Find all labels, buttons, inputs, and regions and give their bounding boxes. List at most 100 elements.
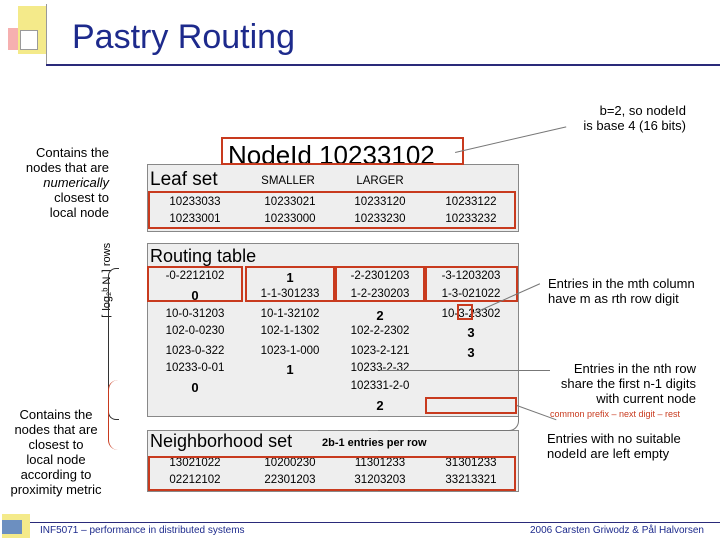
row-highlight xyxy=(425,266,518,302)
column-note: Entries in the mth column have m as rth … xyxy=(548,276,718,306)
note-line: numerically xyxy=(43,175,109,190)
empty-note: Entries with no suitable nodeId are left… xyxy=(547,431,712,461)
neighborhood-set-cell: 31203203 xyxy=(354,474,406,486)
routing-table-title: Routing table xyxy=(150,246,257,266)
neighborhood-set-cell: 13021022 xyxy=(169,457,221,469)
note-line: is base 4 (16 bits) xyxy=(583,118,686,133)
row-note: Entries in the nth row share the first n… xyxy=(540,361,696,406)
leaf-set-panel xyxy=(147,164,519,232)
leaf-set-cell: 10233021 xyxy=(264,196,316,208)
note-line: closest to xyxy=(54,190,109,205)
brace xyxy=(108,380,121,450)
routing-table-cell: 1 xyxy=(286,270,294,285)
pointer-line xyxy=(455,126,567,153)
page-title: Pastry Routing xyxy=(72,18,295,56)
row-highlight xyxy=(245,266,335,302)
routing-table-cell: 3 xyxy=(467,325,475,340)
neighborhood-set-title: Neighborhood set xyxy=(150,431,293,451)
neighborhood-set-cell: 22301203 xyxy=(264,474,316,486)
routing-table-cell: -2-2301203 xyxy=(350,270,410,282)
routing-table-cell: -3-1203203 xyxy=(441,270,501,282)
routing-table-cell: 10-0-31203 xyxy=(165,308,225,320)
node-id-highlight xyxy=(221,137,464,165)
note-line: Entries with no suitable xyxy=(547,431,681,446)
leaf-set-cell: 10233122 xyxy=(445,196,497,208)
leaf-description: Contains the nodes that are numerically … xyxy=(2,145,109,220)
routing-table-cell: 2 xyxy=(376,398,384,413)
note-line: share the first n-1 digits xyxy=(560,376,696,391)
routing-table-cell: -0-2212102 xyxy=(165,270,225,282)
note-line: nodes that are xyxy=(14,422,98,437)
note-line: b=2, so nodeId xyxy=(599,103,686,118)
neighborhood-set-panel xyxy=(147,430,519,492)
routing-table-cell: 10233-2-32 xyxy=(350,362,410,374)
note-line: Entries in the nth row xyxy=(573,361,696,376)
leaf-set-title: Leaf set xyxy=(150,169,218,190)
routing-table-cell: 1023-1-000 xyxy=(260,345,320,357)
note-line: nodes that are xyxy=(25,160,109,175)
note-line: according to xyxy=(20,467,92,482)
row-highlight xyxy=(335,266,425,302)
node-id: NodeId 10233102 xyxy=(228,140,435,170)
note-line: Entries in the mth column xyxy=(548,276,695,291)
empty-entry-highlight xyxy=(425,397,517,414)
neighborhood-set-cell: 33213321 xyxy=(445,474,497,486)
note-line: local node xyxy=(49,205,109,220)
leaf-values-highlight xyxy=(148,191,516,229)
leaf-set-cell: 10233120 xyxy=(354,196,406,208)
neighborhood-values-highlight xyxy=(148,456,516,491)
header-decoration xyxy=(20,30,38,50)
prefix-note: common prefix – next digit – rest xyxy=(550,409,681,419)
routing-table-cell: 1 xyxy=(286,362,294,377)
routing-table-cell: 102331-2-0 xyxy=(350,380,410,392)
footer-decoration xyxy=(2,520,22,534)
routing-table-cell: 0 xyxy=(191,380,199,395)
leaf-set-cell: 10233033 xyxy=(169,196,221,208)
footer-left: INF5071 – performance in distributed sys… xyxy=(40,525,245,536)
base-note: b=2, so nodeId is base 4 (16 bits) xyxy=(520,103,686,133)
entries-note: 2b-1 entries per row xyxy=(322,437,427,449)
routing-table-cell: 3 xyxy=(467,345,475,360)
routing-table-cell: 10-3-23302 xyxy=(441,308,501,320)
routing-table-cell: 1023-2-121 xyxy=(350,345,410,357)
note-line: closest to xyxy=(28,437,84,452)
routing-table-cell: 10-1-32102 xyxy=(260,308,320,320)
routing-table-cell: 102-1-1302 xyxy=(260,325,320,337)
pointer-curve xyxy=(378,410,519,431)
leaf-set-cell: 10233232 xyxy=(445,213,497,225)
divider xyxy=(30,522,720,523)
neighborhood-set-cell: 31301233 xyxy=(445,457,497,469)
routing-table-cell: 1023-0-322 xyxy=(165,345,225,357)
routing-table-cell: 1-2-230203 xyxy=(350,288,410,300)
routing-table-cell: 1-3-021022 xyxy=(441,288,501,300)
leaf-set-cell: 10233000 xyxy=(264,213,316,225)
rows-bracket xyxy=(108,268,119,420)
routing-table-cell: 102-2-2302 xyxy=(350,325,410,337)
neighborhood-set-cell: 11301233 xyxy=(354,457,406,469)
note-line: with current node xyxy=(596,391,696,406)
pointer-line xyxy=(380,370,550,371)
note-line: have m as rth row digit xyxy=(548,291,679,306)
digit-highlight xyxy=(457,304,473,320)
smaller-header: SMALLER xyxy=(261,175,315,187)
neighborhood-description: Contains the nodes that are closest to l… xyxy=(0,407,112,497)
routing-table-cell: 0 xyxy=(191,288,199,303)
routing-table-cell: 1-1-301233 xyxy=(260,288,320,300)
neighborhood-set-cell: 10200230 xyxy=(264,457,316,469)
neighborhood-set-cell: 02212102 xyxy=(169,474,221,486)
row-highlight xyxy=(147,266,243,302)
divider xyxy=(46,64,720,66)
note-line: Contains the xyxy=(19,407,93,422)
footer-right: 2006 Carsten Griwodz & Pål Halvorsen xyxy=(530,525,704,536)
note-line: Contains the xyxy=(36,145,109,160)
leaf-set-cell: 10233230 xyxy=(354,213,406,225)
note-line: nodeId are left empty xyxy=(547,446,670,461)
routing-table-cell: 2 xyxy=(376,308,384,323)
note-line: proximity metric xyxy=(10,482,102,497)
leaf-set-cell: 10233001 xyxy=(169,213,221,225)
routing-table-cell: 10233-0-01 xyxy=(165,362,225,374)
routing-table-cell: 102-0-0230 xyxy=(165,325,225,337)
note-line: local node xyxy=(26,452,86,467)
larger-header: LARGER xyxy=(356,175,404,187)
divider xyxy=(46,4,47,64)
